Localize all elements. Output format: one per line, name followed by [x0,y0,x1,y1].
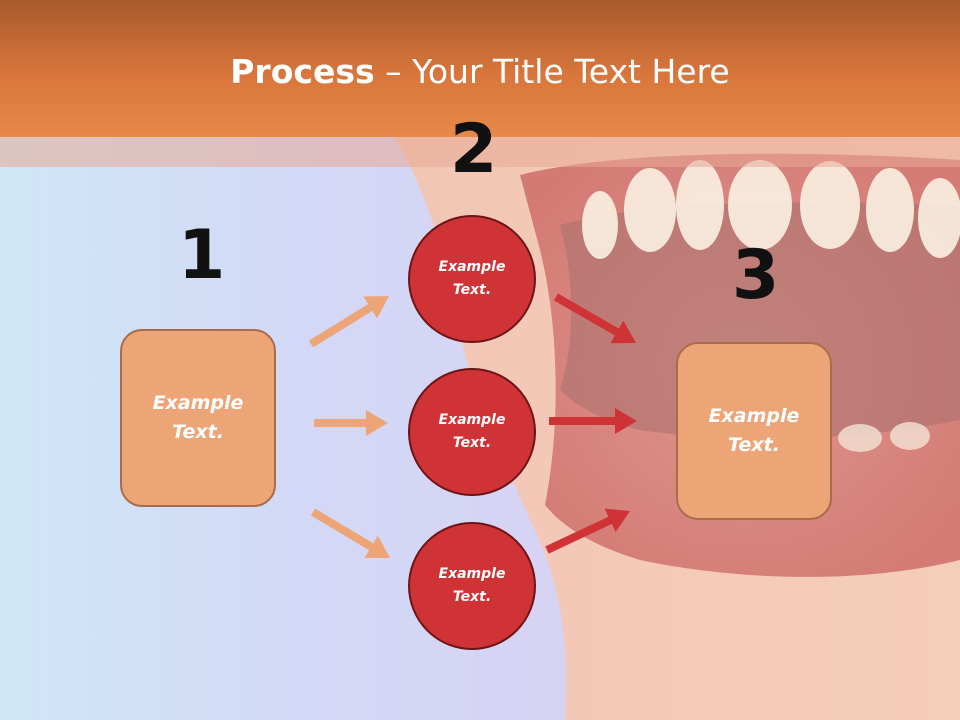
step-2-circle-bottom: Example Text. [408,522,536,650]
step-1-text: Example Text. [152,392,244,443]
arrow-1-to-2-middle [314,410,388,436]
slide-title: Process – Your Title Text Here [0,52,960,91]
header-bar [0,0,960,137]
arrow-2-middle-to-3 [549,408,637,434]
step-number-1: 1 [178,216,226,295]
title-bold: Process [230,52,375,91]
title-rest: – Your Title Text Here [374,52,730,91]
step-3-text: Example Text. [708,405,800,456]
step-1-box: Example Text. [120,329,276,507]
step-2-circle-middle: Example Text. [408,368,536,496]
arrow-2-top-to-3 [554,293,636,344]
step-number-2: 2 [450,110,498,189]
step-2-circle-top: Example Text. [408,215,536,343]
step-2-text-middle: Example Text. [438,412,506,451]
arrow-2-bottom-to-3 [545,508,630,554]
step-3-box: Example Text. [676,342,832,520]
step-2-text-bottom: Example Text. [438,566,506,605]
step-2-text-top: Example Text. [438,259,506,298]
header-strip [0,137,960,167]
arrow-1-to-2-top [308,296,389,348]
arrow-1-to-2-bottom [310,508,390,558]
step-number-3: 3 [732,236,780,315]
